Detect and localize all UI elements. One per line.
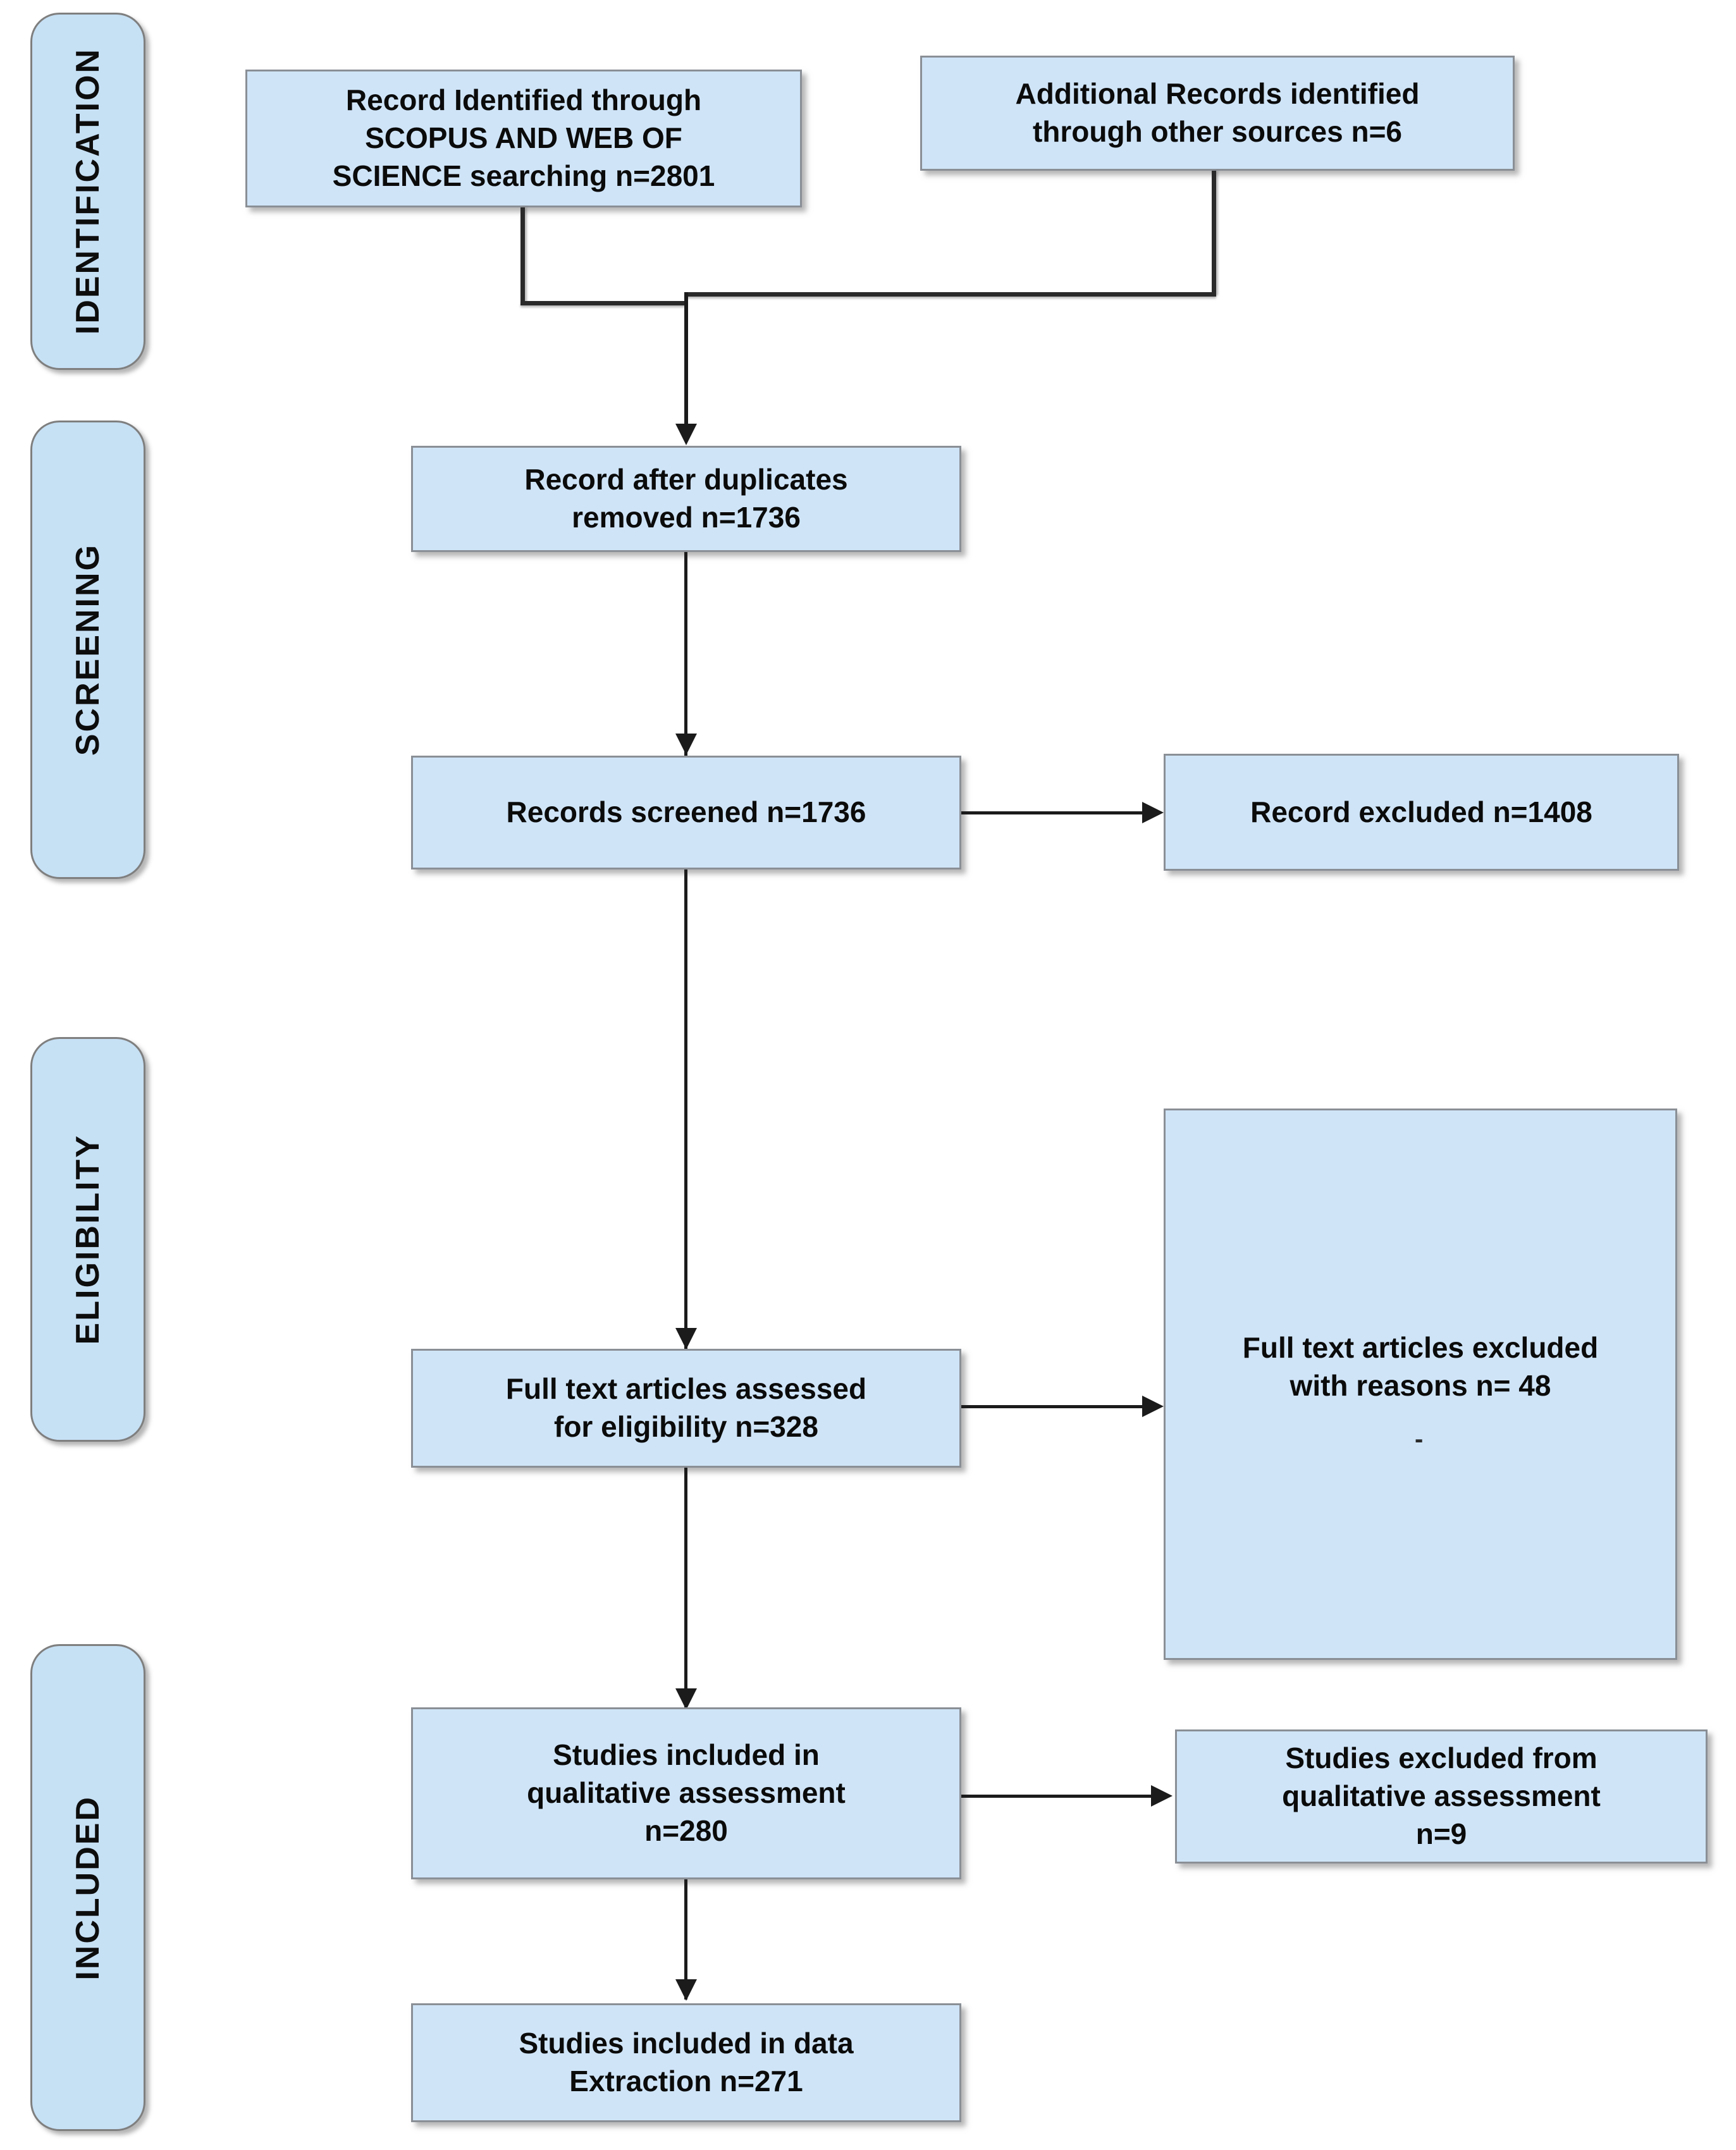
box-qualitative-excluded-text: Studies excluded from qualitative assess…	[1282, 1742, 1601, 1850]
box-fulltext-excluded-text: Full text articles excluded with reasons…	[1242, 1331, 1599, 1402]
box-qualitative-excluded: Studies excluded from qualitative assess…	[1175, 1729, 1708, 1864]
box-additional-records-text: Additional Records identified through ot…	[1015, 77, 1420, 148]
stage-label-included: INCLUDED	[70, 1795, 106, 1981]
connector-left-merge-horizontal	[520, 301, 685, 305]
stage-label-screening: SCREENING	[70, 543, 106, 756]
connector-records-identified-down	[520, 207, 525, 304]
connector-merge-down	[684, 292, 688, 430]
stray-dash-mark: -	[1415, 1425, 1424, 1453]
stage-pill-identification: IDENTIFICATION	[30, 13, 145, 370]
box-fulltext-excluded: Full text articles excluded with reasons…	[1164, 1109, 1677, 1660]
box-additional-records: Additional Records identified through ot…	[920, 56, 1515, 171]
connector-duplicates-to-screened	[684, 552, 687, 756]
stage-label-eligibility: ELIGIBILITY	[70, 1134, 106, 1345]
arrow-fulltext-to-qualitative	[675, 1688, 697, 1710]
connector-fulltext-to-qualitative	[684, 1468, 687, 1708]
box-records-screened: Records screened n=1736	[411, 756, 961, 869]
connector-additional-records-down	[1212, 171, 1216, 295]
box-qualitative-included-text: Studies included in qualitative assessme…	[527, 1738, 846, 1847]
connector-qualitative-to-extraction	[684, 1879, 687, 2000]
box-after-duplicates: Record after duplicates removed n=1736	[411, 446, 961, 552]
box-after-duplicates-text: Record after duplicates removed n=1736	[524, 463, 848, 534]
box-records-excluded: Record excluded n=1408	[1164, 754, 1679, 871]
arrow-fulltext-to-excluded	[1142, 1396, 1164, 1417]
stage-label-identification: IDENTIFICATION	[70, 47, 106, 335]
box-records-excluded-text: Record excluded n=1408	[1250, 795, 1592, 828]
box-fulltext-assessed-text: Full text articles assessed for eligibil…	[505, 1372, 867, 1443]
arrow-qualitative-to-extraction	[675, 1979, 697, 2001]
connector-qualitative-to-excluded	[961, 1795, 1152, 1798]
box-qualitative-included: Studies included in qualitative assessme…	[411, 1707, 961, 1879]
arrow-qualitative-to-excluded	[1151, 1785, 1173, 1807]
box-records-identified-text: Record Identified through SCOPUS AND WEB…	[332, 83, 715, 192]
stage-pill-included: INCLUDED	[30, 1644, 145, 2131]
stage-pill-eligibility: ELIGIBILITY	[30, 1037, 145, 1442]
arrow-screened-to-excluded	[1142, 802, 1164, 823]
connector-fulltext-to-excluded	[961, 1405, 1145, 1408]
box-records-screened-text: Records screened n=1736	[506, 796, 866, 829]
arrow-merge-to-duplicates	[675, 424, 697, 445]
stage-pill-screening: SCREENING	[30, 421, 145, 879]
connector-screened-to-excluded	[961, 811, 1145, 814]
box-records-identified: Record Identified through SCOPUS AND WEB…	[245, 70, 802, 207]
connector-screened-to-fulltext	[684, 869, 687, 1350]
connector-right-merge-horizontal	[685, 292, 1216, 297]
box-data-extraction-text: Studies included in data Extraction n=27…	[519, 2027, 854, 2098]
box-data-extraction: Studies included in data Extraction n=27…	[411, 2003, 961, 2122]
arrow-screened-to-fulltext	[675, 1328, 697, 1349]
arrow-duplicates-to-screened	[675, 734, 697, 755]
box-fulltext-assessed: Full text articles assessed for eligibil…	[411, 1349, 961, 1468]
